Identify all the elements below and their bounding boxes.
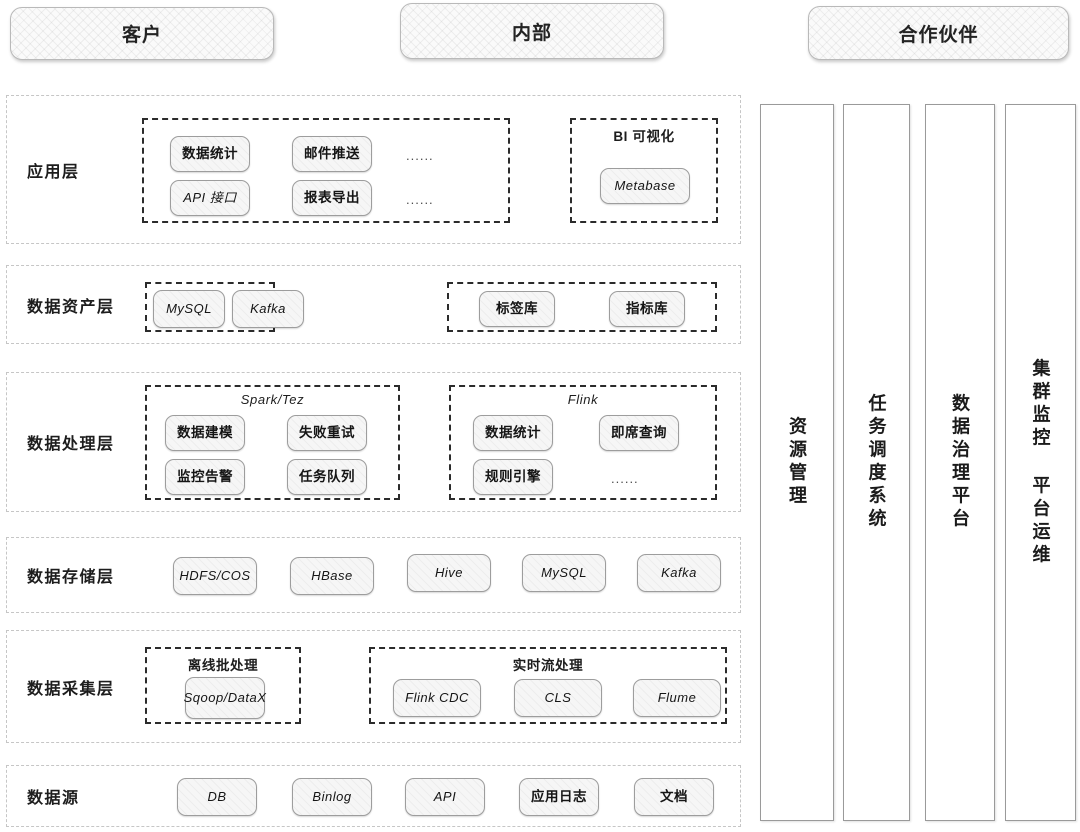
layer-label: 数据采集层 bbox=[27, 680, 115, 698]
pillar-label: 数据治理平台 bbox=[950, 393, 970, 532]
layer-label: 应用层 bbox=[27, 163, 80, 181]
node-chip[interactable]: HDFS/COS bbox=[173, 557, 257, 595]
node-chip[interactable]: 报表导出 bbox=[292, 180, 372, 216]
layer-data-storage: 数据存储层 HDFS/COS HBase Hive MySQL Kafka bbox=[6, 537, 741, 613]
node-chip[interactable]: 邮件推送 bbox=[292, 136, 372, 172]
audience-banner-label: 客户 bbox=[121, 25, 162, 46]
group-title: 离线批处理 bbox=[187, 658, 259, 673]
group-flink: Flink 数据统计 即席查询 规则引擎 ...... bbox=[449, 385, 717, 500]
group-title: Flink bbox=[567, 392, 599, 407]
group-asset-libraries: 标签库 指标库 bbox=[447, 282, 717, 332]
pillar-cluster-monitoring-platform-ops[interactable]: 集群监控 平台运维 bbox=[1005, 104, 1076, 821]
node-chip[interactable]: 监控告警 bbox=[165, 459, 245, 495]
layer-body: MySQL Kafka 标签库 指标库 bbox=[137, 266, 732, 343]
node-chip[interactable]: DB bbox=[177, 778, 257, 816]
group-title: BI 可视化 bbox=[613, 129, 675, 144]
audience-banner-internal[interactable]: 内部 bbox=[400, 3, 664, 59]
group-title: Spark/Tez bbox=[240, 392, 305, 407]
node-chip[interactable]: MySQL bbox=[153, 290, 225, 328]
group-asset-stores: MySQL Kafka bbox=[145, 282, 304, 332]
node-chip[interactable]: Flume bbox=[633, 679, 721, 717]
group-bi-visualization: BI 可视化 Metabase bbox=[570, 118, 718, 223]
layer-label: 数据资产层 bbox=[27, 298, 115, 316]
layer-body: 离线批处理 Sqoop/DataX 实时流处理 Flink CDC CLS Fl… bbox=[137, 631, 732, 742]
node-chip[interactable]: 标签库 bbox=[479, 291, 555, 327]
pillar-label: 任务调度系统 bbox=[866, 393, 887, 532]
node-chip[interactable]: 数据统计 bbox=[473, 415, 553, 451]
node-chip[interactable]: Kafka bbox=[232, 290, 304, 328]
node-chip[interactable]: 数据统计 bbox=[170, 136, 250, 172]
node-chip[interactable]: API bbox=[405, 778, 485, 816]
node-chip[interactable]: 数据建模 bbox=[165, 415, 245, 451]
node-chip[interactable]: Flink CDC bbox=[393, 679, 481, 717]
layer-data-processing: 数据处理层 Spark/Tez 数据建模 失败重试 监控告警 任务队列 Flin… bbox=[6, 372, 741, 512]
pillar-data-governance-platform[interactable]: 数据治理平台 bbox=[925, 104, 995, 821]
node-chip[interactable]: HBase bbox=[290, 557, 374, 595]
node-chip[interactable]: 文档 bbox=[634, 778, 714, 816]
node-chip[interactable]: Hive bbox=[407, 554, 491, 592]
group-batch-offline: 离线批处理 Sqoop/DataX bbox=[145, 647, 301, 724]
layer-label: 数据源 bbox=[27, 790, 80, 807]
group-spark-tez: Spark/Tez 数据建模 失败重试 监控告警 任务队列 bbox=[145, 385, 400, 500]
node-chip[interactable]: CLS bbox=[514, 679, 602, 717]
pillar-resource-management[interactable]: 资源管理 bbox=[760, 104, 834, 821]
pillar-label: 资源管理 bbox=[787, 416, 807, 509]
group-app-functions: 数据统计 邮件推送 ...... API 接口 报表导出 ...... bbox=[142, 118, 510, 223]
node-chip[interactable]: 应用日志 bbox=[519, 778, 599, 816]
audience-banner-partner[interactable]: 合作伙伴 bbox=[808, 6, 1069, 60]
pillar-label: 集群监控 平台运维 bbox=[1030, 358, 1051, 567]
layer-data-source: 数据源 DB Binlog API 应用日志 文档 bbox=[6, 765, 741, 827]
audience-banner-label: 合作伙伴 bbox=[898, 24, 979, 46]
group-title: 实时流处理 bbox=[512, 658, 584, 673]
layer-body: HDFS/COS HBase Hive MySQL Kafka bbox=[137, 538, 732, 612]
ellipsis-text: ...... bbox=[406, 148, 434, 163]
node-chip[interactable]: 即席查询 bbox=[599, 415, 679, 451]
node-chip[interactable]: Sqoop/DataX bbox=[184, 677, 266, 719]
audience-banner-label: 内部 bbox=[511, 22, 552, 44]
node-chip[interactable]: Kafka bbox=[637, 554, 721, 592]
layer-body: Spark/Tez 数据建模 失败重试 监控告警 任务队列 Flink 数据统计… bbox=[137, 373, 732, 511]
node-chip[interactable]: 失败重试 bbox=[287, 415, 367, 451]
layer-data-asset: 数据资产层 MySQL Kafka 标签库 指标库 bbox=[6, 265, 741, 344]
ellipsis-text: ...... bbox=[611, 471, 639, 486]
node-chip[interactable]: Metabase bbox=[600, 168, 690, 204]
node-chip[interactable]: MySQL bbox=[522, 554, 606, 592]
node-chip[interactable]: Binlog bbox=[292, 778, 372, 816]
group-realtime-stream: 实时流处理 Flink CDC CLS Flume bbox=[369, 647, 727, 724]
layer-body: DB Binlog API 应用日志 文档 bbox=[137, 766, 732, 826]
audience-banner-customer[interactable]: 客户 bbox=[10, 7, 274, 60]
node-chip[interactable]: 规则引擎 bbox=[473, 459, 553, 495]
layer-label: 数据处理层 bbox=[27, 436, 115, 453]
layer-body: 数据统计 邮件推送 ...... API 接口 报表导出 ...... BI 可… bbox=[137, 96, 732, 243]
layer-label: 数据存储层 bbox=[27, 569, 115, 586]
node-chip[interactable]: 任务队列 bbox=[287, 459, 367, 495]
ellipsis-text: ...... bbox=[406, 192, 434, 207]
layer-data-collection: 数据采集层 离线批处理 Sqoop/DataX 实时流处理 Flink CDC … bbox=[6, 630, 741, 743]
node-chip[interactable]: API 接口 bbox=[170, 180, 250, 216]
pillar-task-scheduling-system[interactable]: 任务调度系统 bbox=[843, 104, 910, 821]
node-chip[interactable]: 指标库 bbox=[609, 291, 685, 327]
layer-application: 应用层 数据统计 邮件推送 ...... API 接口 报表导出 ...... … bbox=[6, 95, 741, 244]
